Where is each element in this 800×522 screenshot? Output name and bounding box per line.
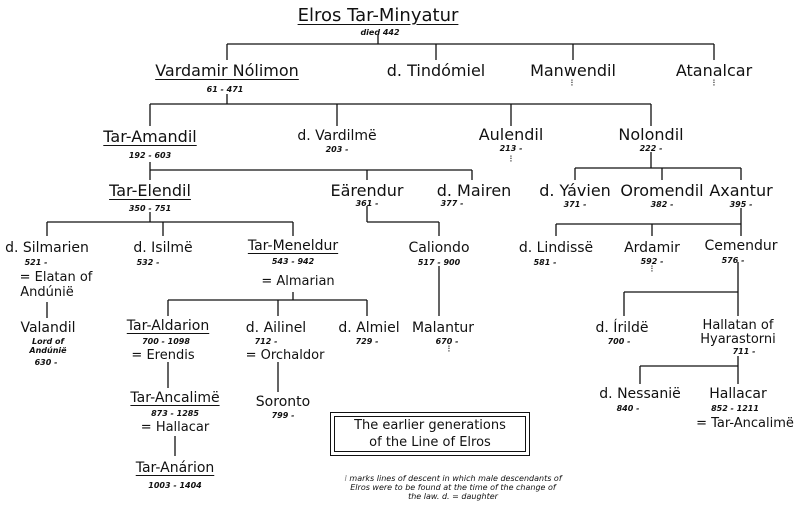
title-valandil-2: Andúnië	[29, 346, 67, 355]
person-manwendil: Manwendil	[530, 61, 616, 80]
footnote-line1: ⁝ marks lines of descent in which male d…	[344, 474, 562, 483]
person-hallatan: Hallatan of	[702, 318, 774, 333]
person-yavien: d. Yávien	[539, 181, 611, 200]
dates-tar-elendil: 350 - 751	[128, 204, 172, 213]
dates-lindisse: 581 -	[533, 258, 557, 267]
legend-box-line1: The earlier generations	[354, 418, 506, 433]
dates-yavien: 371 -	[563, 200, 587, 209]
person-atanalcar: Atanalcar	[675, 61, 753, 80]
spouse-tar-ancalime: = Hallacar	[140, 420, 210, 435]
person-elros: Elros Tar-Minyatur	[297, 5, 459, 26]
person-mairen: d. Mairen	[436, 181, 512, 200]
person-tindomiel: d. Tindómiel	[386, 61, 486, 80]
person-hallacar: Hallacar	[709, 386, 767, 402]
person-irilde: d. Írildë	[595, 320, 649, 336]
spouse-silmarien: = Elatan of	[19, 270, 93, 285]
dates-elros: died 442	[360, 28, 400, 37]
person-tar-aldarion: Tar-Aldarion	[126, 318, 210, 334]
person-hallatan-2: Hyarastorni	[700, 332, 776, 347]
descent-marker: ⁝	[650, 264, 654, 275]
person-cemendur: Cemendur	[704, 238, 778, 254]
spouse-ailinel: = Orchaldor	[245, 348, 325, 363]
descent-marker: ⁝	[509, 154, 513, 165]
legend-box-line2: of the Line of Elros	[369, 435, 491, 450]
person-vardilme: d. Vardilmë	[297, 128, 377, 144]
footnote-line2: Elros were to be found at the time of th…	[350, 483, 556, 492]
spouse-tar-meneldur: = Almarian	[261, 274, 335, 289]
person-ardamir: Ardamir	[624, 240, 680, 256]
dates-isilme: 532 -	[136, 258, 160, 267]
dates-soronto: 799 -	[271, 411, 295, 420]
person-tar-elendil: Tar-Elendil	[109, 181, 191, 200]
dates-nolondil: 222 -	[639, 144, 663, 153]
spouse-silmarien-2: Andúnië	[20, 285, 74, 300]
person-axantur: Axantur	[709, 181, 773, 200]
person-valandil: Valandil	[20, 320, 76, 336]
dates-ailinel: 712 -	[254, 337, 278, 346]
dates-tar-anarion: 1003 - 1404	[148, 481, 202, 490]
person-tar-amandil: Tar-Amandil	[103, 127, 197, 146]
person-almiel: d. Almiel	[338, 320, 400, 336]
footnote-line3: the law. d. = daughter	[408, 492, 498, 501]
dates-nessanie: 840 -	[616, 404, 640, 413]
dates-tar-amandil: 192 - 603	[128, 151, 172, 160]
person-nessanie: d. Nessanië	[599, 386, 681, 402]
dates-malantur: 670 -	[435, 337, 459, 346]
person-earendur: Eärendur	[330, 181, 404, 200]
title-valandil: Lord of	[31, 337, 65, 346]
spouse-hallacar: = Tar-Ancalimë	[696, 416, 794, 431]
dates-oromendil: 382 -	[650, 200, 674, 209]
person-ailinel: d. Ailinel	[245, 320, 307, 336]
person-soronto: Soronto	[255, 394, 311, 410]
dates-irilde: 700 -	[607, 337, 631, 346]
person-oromendil: Oromendil	[620, 181, 704, 200]
dates-almiel: 729 -	[355, 337, 379, 346]
dates-vardamir: 61 - 471	[206, 85, 244, 94]
dates-aulendil: 213 -	[499, 144, 523, 153]
person-tar-meneldur: Tar-Meneldur	[247, 238, 339, 254]
person-tar-anarion: Tar-Anárion	[135, 460, 215, 476]
descent-marker: ⁝	[447, 344, 451, 355]
dates-earendur: 361 -	[355, 199, 379, 208]
person-tar-ancalime: Tar-Ancalimë	[130, 390, 220, 406]
dates-vardilme: 203 -	[325, 145, 349, 154]
dates-hallatan: 711 -	[732, 347, 756, 356]
person-isilme: d. Isilmë	[133, 240, 193, 256]
person-nolondil: Nolondil	[618, 125, 684, 144]
descent-marker: ⁝	[570, 78, 574, 89]
footnote: ⁝ marks lines of descent in which male d…	[288, 474, 618, 501]
legend-box: The earlier generations of the Line of E…	[330, 412, 530, 456]
dates-tar-meneldur: 543 - 942	[271, 257, 315, 266]
person-vardamir: Vardamir Nólimon	[155, 61, 299, 80]
person-silmarien: d. Silmarien	[5, 240, 89, 256]
dates-axantur: 395 -	[729, 200, 753, 209]
spouse-tar-aldarion: = Erendis	[131, 348, 195, 363]
dates-mairen: 377 -	[440, 199, 464, 208]
dates-tar-aldarion: 700 - 1098	[142, 337, 190, 346]
person-lindisse: d. Lindissë	[518, 240, 594, 256]
dates-caliondo: 517 - 900	[417, 258, 461, 267]
person-caliondo: Caliondo	[408, 240, 470, 256]
dates-ardamir: 592 -	[640, 257, 664, 266]
person-aulendil: Aulendil	[478, 125, 544, 144]
dates-silmarien: 521 -	[24, 258, 48, 267]
dates-valandil: 630 -	[34, 358, 58, 367]
dates-cemendur: 576 -	[721, 256, 745, 265]
dates-hallacar: 852 - 1211	[711, 404, 759, 413]
dates-tar-ancalime: 873 - 1285	[151, 409, 199, 418]
person-malantur: Malantur	[411, 320, 475, 336]
descent-marker: ⁝	[712, 78, 716, 89]
